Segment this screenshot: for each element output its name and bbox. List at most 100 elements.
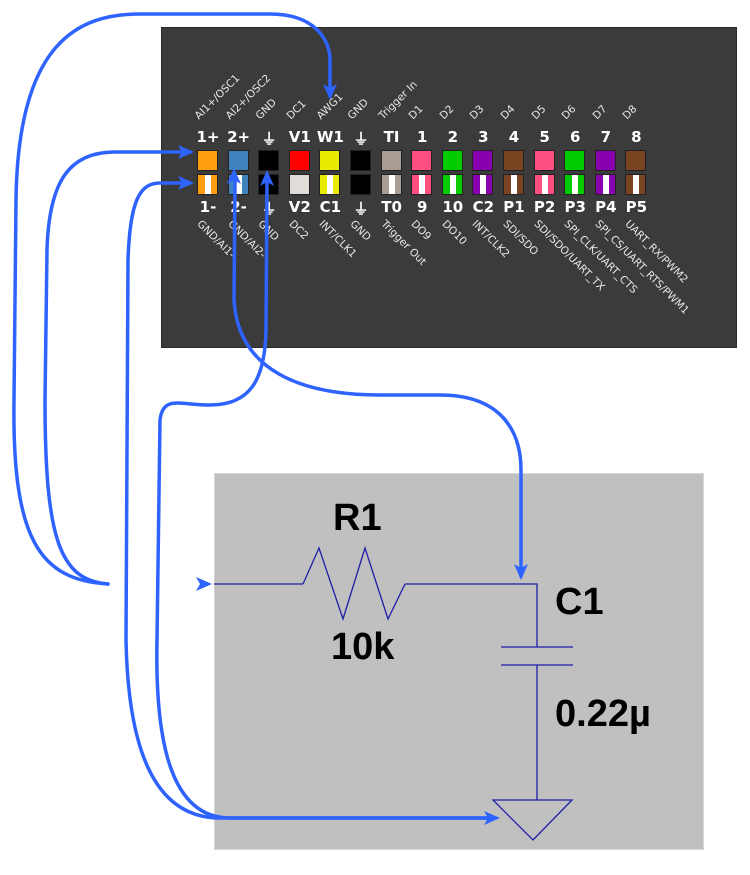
arrowhead-input <box>196 577 212 591</box>
pin-top-number: 5 <box>539 128 550 146</box>
pad-stripe <box>327 175 334 194</box>
pin-bottom-pad[interactable] <box>625 174 647 195</box>
pin-top-pad[interactable] <box>472 150 494 171</box>
pin-bottom-number: C1 <box>319 198 342 216</box>
pin-top-pad[interactable] <box>441 150 463 171</box>
pin-bottom-pad[interactable] <box>472 174 494 195</box>
pin-bottom-number: P5 <box>625 198 648 216</box>
pin-top-pad[interactable] <box>503 150 524 171</box>
pin-top-label: DC1 <box>284 97 309 122</box>
rc-schematic: R1 10k C1 0.22µ <box>214 473 704 850</box>
pin-bottom-pad[interactable] <box>533 174 555 195</box>
pin-bottom-pad[interactable] <box>197 174 218 195</box>
pin-bottom-number: C2 <box>472 198 495 216</box>
pin-top-label: D7 <box>590 103 610 122</box>
pin-top-number: 1+ <box>196 128 220 146</box>
pin-top-pad[interactable] <box>227 150 249 171</box>
pin-top-label: GND <box>253 96 280 122</box>
pin-bottom-pad[interactable] <box>350 174 371 195</box>
pin-bottom-pad[interactable] <box>380 174 402 195</box>
pin-top-label: D4 <box>498 103 518 122</box>
pin-top-pad[interactable] <box>258 150 280 171</box>
pin-top-number: 3 <box>478 128 489 146</box>
pin-top-pad[interactable] <box>411 150 433 171</box>
pin-column: GND⏚⏚GND <box>346 28 374 347</box>
pin-bottom-pad[interactable] <box>411 174 433 195</box>
pin-top-pad[interactable] <box>380 150 402 171</box>
pin-top-label: GND <box>345 96 372 122</box>
pin-top-number: 4 <box>508 128 520 146</box>
pin-bottom-number: T0 <box>381 198 402 216</box>
pin-top-label: D8 <box>620 103 640 122</box>
pad-stripe <box>633 175 640 194</box>
pin-top-label: D3 <box>467 103 487 122</box>
pin-bottom-number: P4 <box>595 198 617 216</box>
pin-top-label: D6 <box>559 103 579 122</box>
pin-column: GND⏚⏚GND <box>254 28 282 347</box>
pin-top-number: 1 <box>416 128 428 146</box>
pin-top-label: D1 <box>406 103 426 122</box>
pad-stripe <box>449 175 456 194</box>
pin-bottom-label: GND <box>347 218 374 244</box>
pin-top-pad[interactable] <box>594 150 616 171</box>
pad-stripe <box>572 175 579 194</box>
pad-stripe <box>388 175 395 194</box>
pin-bottom-pad[interactable] <box>319 174 341 195</box>
pad-stripe <box>511 175 517 194</box>
pad-stripe <box>541 175 548 194</box>
pin-top-pad[interactable] <box>625 150 647 171</box>
pin-top-pad[interactable] <box>197 150 218 171</box>
pin-top-pad[interactable] <box>350 150 371 171</box>
pin-bottom-number: ⏚ <box>261 200 277 218</box>
pin-top-pad[interactable] <box>288 150 310 171</box>
pin-bottom-pad[interactable] <box>227 174 249 195</box>
pin-top-number: 8 <box>631 128 642 146</box>
pin-top-pad[interactable] <box>533 150 555 171</box>
pin-top-number: TI <box>383 128 400 146</box>
pin-top-label: D5 <box>529 103 549 122</box>
pin-bottom-label: DO9 <box>408 218 434 243</box>
resistor-ref: R1 <box>333 497 382 539</box>
pin-bottom-label: DO10 <box>439 218 469 248</box>
pin-top-label: AWG1 <box>314 91 346 122</box>
pin-bottom-pad[interactable] <box>288 174 310 195</box>
capacitor-ref: C1 <box>555 581 604 623</box>
pin-bottom-pad[interactable] <box>564 174 586 195</box>
pin-top-number: ⏚ <box>261 130 277 148</box>
pin-top-number: ⏚ <box>353 130 369 148</box>
pin-bottom-number: ⏚ <box>353 200 369 218</box>
pad-stripe <box>419 175 426 194</box>
pin-bottom-number: 9 <box>416 198 428 216</box>
pin-bottom-pad[interactable] <box>258 174 280 195</box>
pad-stripe <box>235 175 242 194</box>
pin-bottom-number: P3 <box>564 198 586 216</box>
pin-top-pad[interactable] <box>319 150 341 171</box>
pin-bottom-pad[interactable] <box>503 174 524 195</box>
pin-top-number: 2+ <box>227 128 251 146</box>
pad-stripe <box>602 175 609 194</box>
pin-bottom-number: V2 <box>288 198 311 216</box>
resistor-value: 10k <box>331 626 395 668</box>
pin-top-label: D2 <box>437 103 457 122</box>
pin-top-number: W1 <box>316 128 344 146</box>
pin-top-number: V1 <box>288 128 311 146</box>
pin-bottom-number: 1- <box>199 198 217 216</box>
pin-bottom-pad[interactable] <box>594 174 616 195</box>
pin-top-number: 2 <box>447 128 459 146</box>
pin-bottom-number: P2 <box>533 198 556 216</box>
capacitor-value: 0.22µ <box>555 693 651 735</box>
pin-bottom-label: GND <box>255 218 282 244</box>
pin-top-pad[interactable] <box>564 150 586 171</box>
pad-stripe <box>480 175 487 194</box>
pin-bottom-pad[interactable] <box>441 174 463 195</box>
